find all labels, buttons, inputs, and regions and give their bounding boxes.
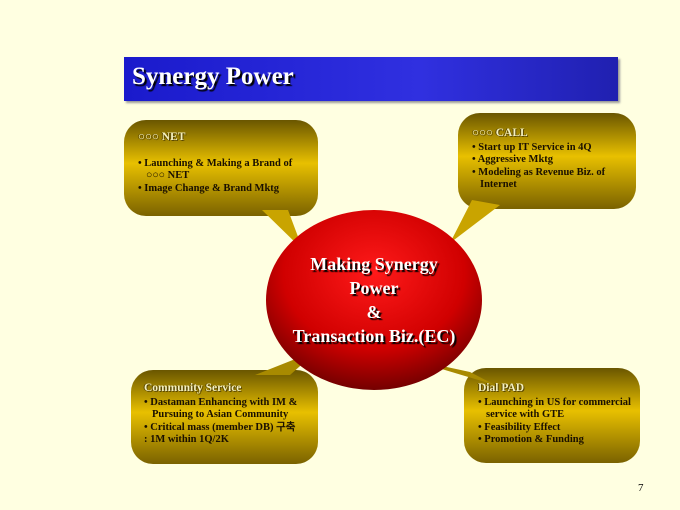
callout-net-shape	[124, 120, 318, 250]
callout-heading: ○○○ CALL	[472, 127, 528, 139]
center-circle	[266, 210, 482, 390]
callout-heading: ○○○ NET	[138, 131, 186, 143]
callout-call: ○○○ CALL • Start up IT Service in 4Q • A…	[472, 127, 632, 192]
bullet-item: • Critical mass (member DB) 구축	[144, 421, 296, 433]
bullet-item: • Promotion & Funding	[478, 434, 584, 445]
center-line: &	[366, 302, 382, 322]
bullet-item: • Feasibility Effect	[478, 421, 561, 433]
page-number: 7	[638, 482, 644, 494]
center-line: Transaction Biz.(EC)	[292, 326, 456, 346]
bullet-item: • Aggressive Mktg	[472, 154, 554, 165]
center-line: Power	[349, 278, 399, 298]
callout-heading: Community Service	[144, 382, 242, 394]
center-line: Making Synergy	[310, 254, 438, 274]
bullet-item: • Start up IT Service in 4Q	[472, 141, 592, 153]
callout-net: ○○○ NET • Launching & Making a Brand of …	[138, 131, 313, 195]
title-bar: Synergy Power	[124, 57, 618, 101]
center-text: Making Synergy Power & Transaction Biz.(…	[268, 252, 480, 348]
bullet-item: • Image Change & Brand Mktg	[138, 182, 280, 194]
callout-community: Community Service • Dastaman Enhancing w…	[144, 382, 316, 447]
bullet-item: • Launching & Making a Brand of ○○○ NET	[138, 157, 293, 182]
bullet-item: • Launching in US for commercial service…	[478, 396, 631, 421]
callout-heading: Dial PAD	[478, 382, 525, 394]
slide-title: Synergy Power	[132, 63, 294, 90]
bullet-item: : 1M within 1Q/2K	[144, 434, 229, 445]
callout-call-shape	[450, 113, 636, 243]
callout-dialpad: Dial PAD • Launching in US for commercia…	[478, 382, 636, 447]
bullet-item: • Dastaman Enhancing with IM & Pursuing …	[144, 396, 298, 421]
bullet-item: • Modeling as Revenue Biz. of Internet	[472, 166, 606, 191]
